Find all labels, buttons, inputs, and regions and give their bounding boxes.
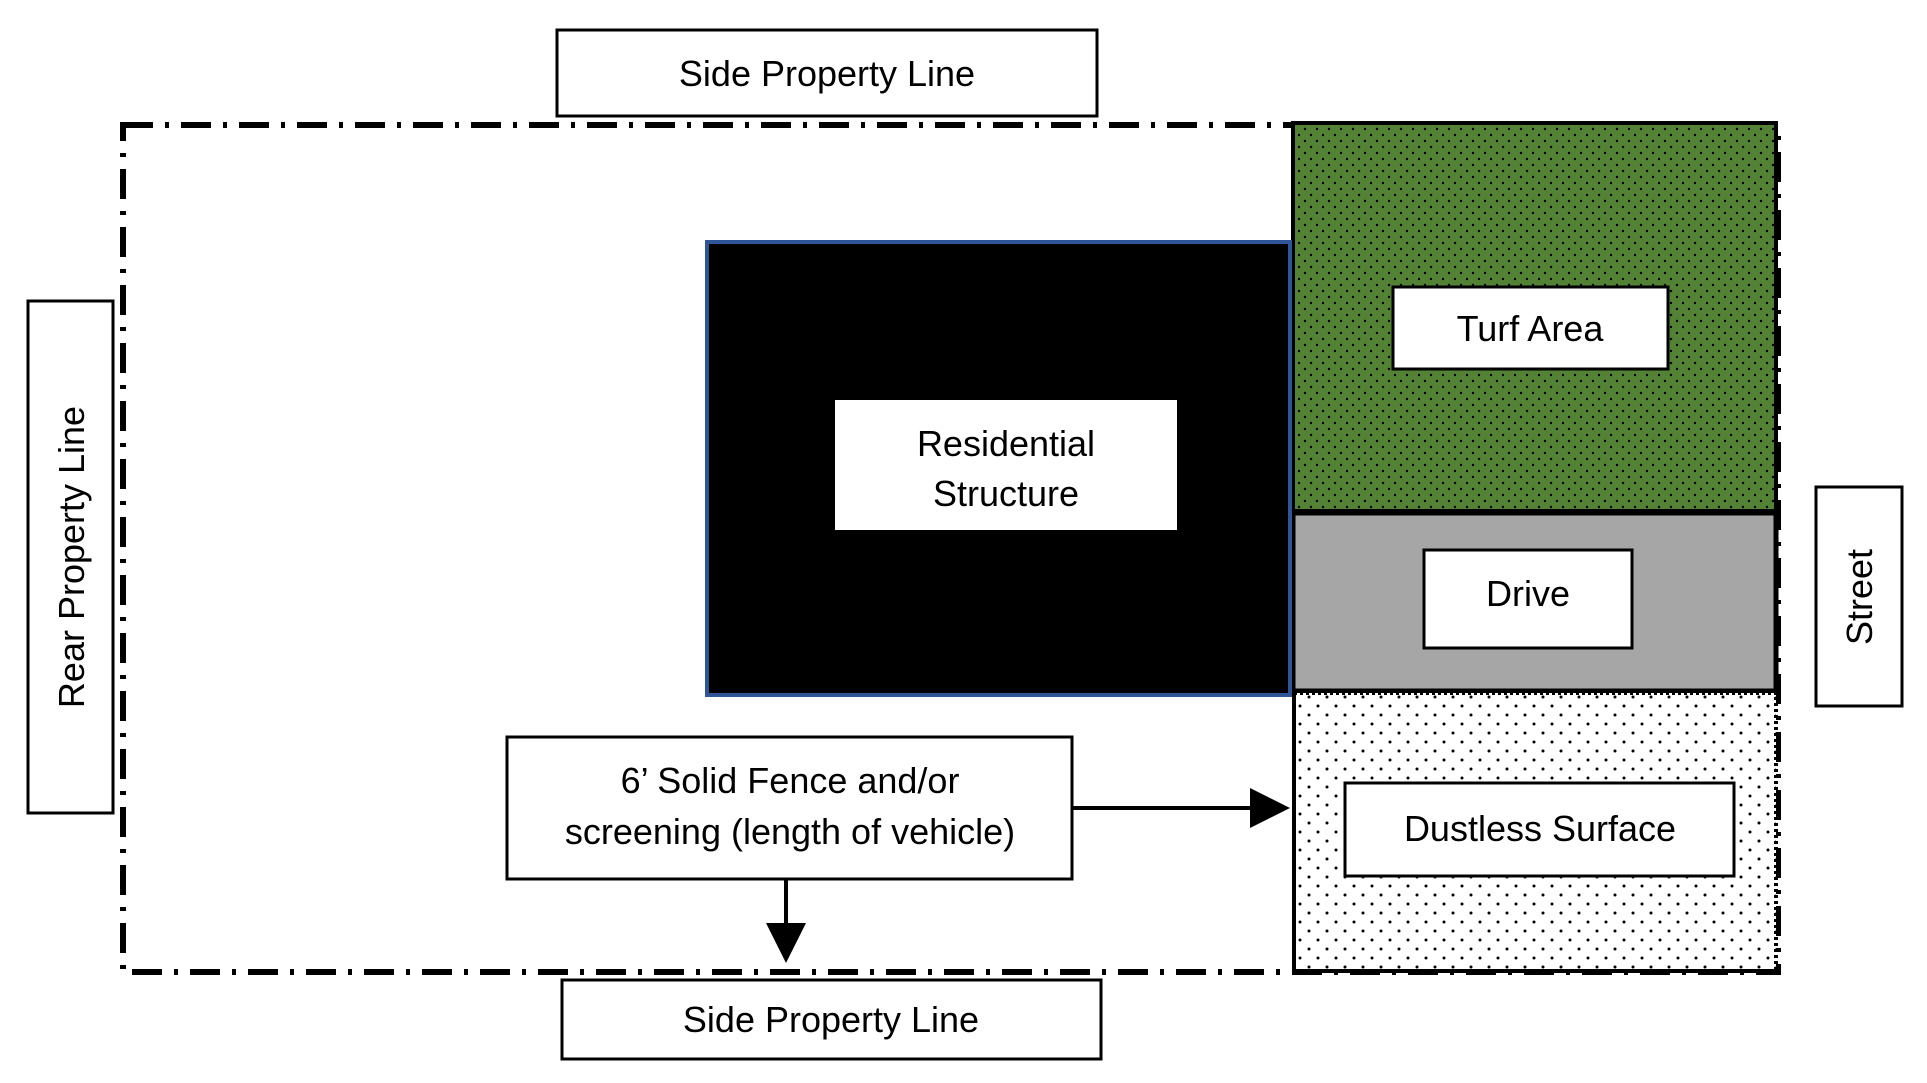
rear-property-line-box — [26, 299, 115, 815]
property-boundary — [120, 122, 1781, 975]
turf-area-label: Turf Area — [1457, 308, 1605, 349]
side-property-line-bottom-box — [560, 978, 1103, 1061]
dustless-surface-label-box — [1343, 781, 1736, 878]
residential-structure-label-line1: Residential — [917, 423, 1095, 464]
residential-structure-label-line2: Structure — [933, 473, 1079, 514]
side-property-line-top-box — [555, 28, 1099, 118]
street-label: Street — [1839, 549, 1880, 645]
drive-label-box — [1422, 548, 1634, 650]
street-box — [1814, 485, 1904, 708]
fence-callout-line1: 6’ Solid Fence and/or — [621, 760, 960, 801]
dustless-surface-label: Dustless Surface — [1404, 808, 1676, 849]
drive-label: Drive — [1486, 573, 1570, 614]
side-property-line-bottom-label: Side Property Line — [683, 999, 979, 1040]
residential-structure-label-box — [835, 400, 1177, 530]
rear-property-line-label: Rear Property Line — [51, 406, 92, 708]
fence-callout-box — [505, 735, 1074, 881]
fence-callout-line2: screening (length of vehicle) — [565, 811, 1015, 852]
side-property-line-top-label: Side Property Line — [679, 53, 975, 94]
turf-area-label-box — [1391, 285, 1670, 371]
